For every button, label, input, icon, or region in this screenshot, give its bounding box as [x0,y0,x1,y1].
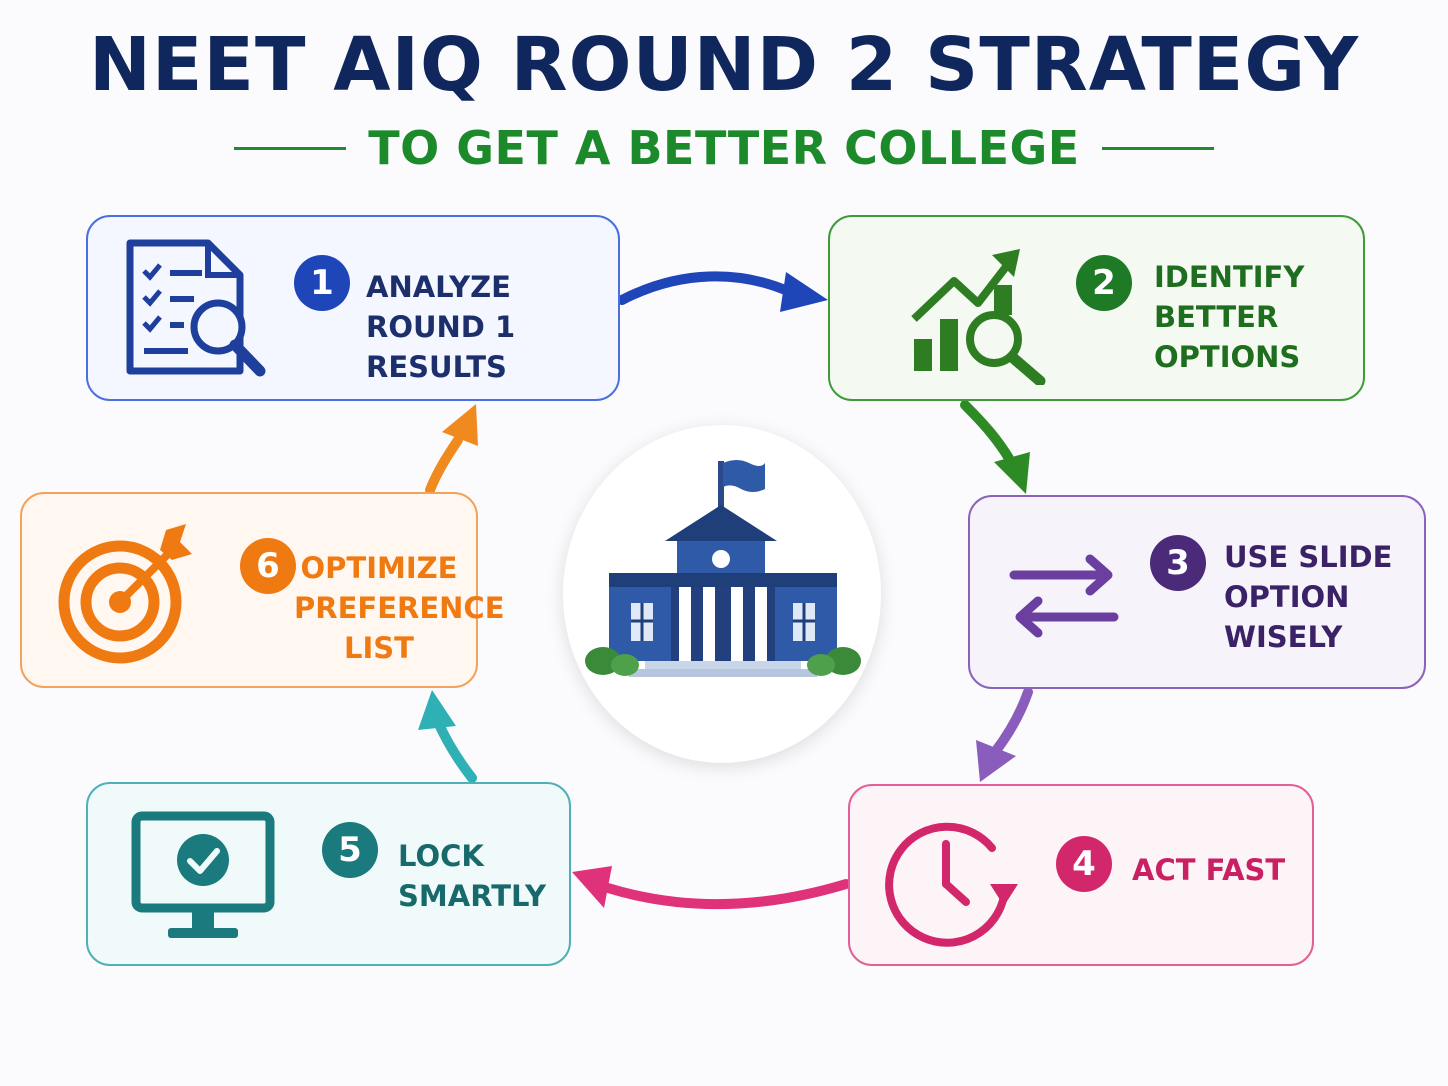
arrow-1-to-2 [617,271,795,305]
step-6-badge: 6 [240,538,296,594]
step-5-label: LOCK SMARTLY [398,839,546,913]
arrow-5-to-6 [433,717,477,783]
step-card-lock: 5 LOCK SMARTLY [86,782,571,966]
center-circle [563,425,881,763]
arrow-4-to-5 [603,879,851,909]
step-4-badge: 4 [1056,836,1112,892]
page-subtitle: TO GET A BETTER COLLEGE [368,121,1080,175]
step-card-optimize: 6 OPTIMIZE PREFERENCE LIST [20,492,505,688]
arrow-2-to-3 [960,400,1015,465]
arrow-4-to-5-head [572,866,612,908]
step-3-label: USE SLIDE OPTION WISELY [1224,540,1393,654]
step-card-identify: 2 IDENTIFY BETTER OPTIONS [828,215,1365,401]
arrow-2-to-3-head [994,452,1030,494]
target-icon [58,524,192,664]
arrow-1-to-2-head [780,272,828,312]
arrow-6-to-1 [425,435,463,495]
step-6-label: OPTIMIZE PREFERENCE LIST [294,551,505,665]
arrow-5-to-6-head [418,690,456,730]
step-1-badge: 1 [294,255,350,311]
step-4-label: ACT FAST [1132,853,1286,887]
step-2-label: IDENTIFY BETTER OPTIONS [1154,260,1305,374]
subtitle-row: TO GET A BETTER COLLEGE [0,118,1448,178]
arrow-3-to-4-head [976,740,1016,782]
college-building-icon [585,460,861,677]
step-2-badge: 2 [1076,255,1132,311]
arrow-6-to-1-head [442,404,478,446]
step-3-badge: 3 [1150,535,1206,591]
document-magnifier-icon [126,239,266,377]
swap-arrows-icon [1009,554,1119,638]
growth-chart-magnifier-icon [911,249,1046,385]
clock-icon [885,822,1018,947]
monitor-check-icon [131,811,275,938]
subtitle-divider-left [234,146,347,150]
step-5-badge: 5 [322,822,378,878]
step-card-analyze: 1 ANALYZE ROUND 1 RESULTS [86,215,620,401]
page-title: NEET AIQ ROUND 2 STRATEGY [88,22,1360,108]
step-1-label: ANALYZE ROUND 1 RESULTS [366,270,516,384]
subtitle-divider-right [1101,146,1214,150]
step-card-act-fast: 4 ACT FAST [848,784,1314,966]
arrow-3-to-4 [990,687,1033,757]
step-card-slide: 3 USE SLIDE OPTION WISELY [968,495,1426,689]
